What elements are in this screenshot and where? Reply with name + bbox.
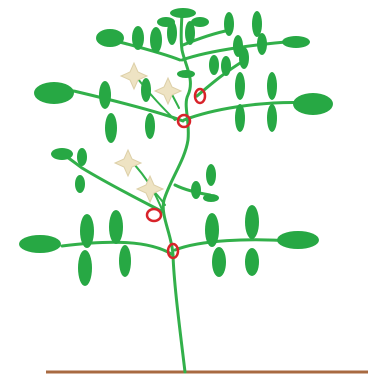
leaf bbox=[257, 33, 267, 55]
leaf bbox=[203, 194, 219, 202]
leaf bbox=[235, 104, 245, 132]
leaf bbox=[177, 70, 195, 78]
leaf bbox=[245, 205, 259, 239]
leaf bbox=[19, 235, 61, 253]
leaf bbox=[96, 29, 124, 47]
branch-mid-right bbox=[184, 102, 312, 120]
leaf bbox=[277, 231, 319, 249]
leaf bbox=[150, 27, 162, 53]
leaf bbox=[78, 250, 92, 286]
leaf bbox=[235, 72, 245, 100]
leaf bbox=[167, 21, 177, 45]
leaf bbox=[245, 248, 259, 276]
node-marker bbox=[147, 209, 161, 221]
leaf bbox=[239, 47, 249, 69]
leaf bbox=[105, 113, 117, 143]
leaf bbox=[191, 181, 201, 199]
leaf bbox=[267, 104, 277, 132]
leaf bbox=[185, 21, 195, 45]
leaf bbox=[80, 214, 94, 248]
leaf bbox=[51, 148, 73, 160]
leaf bbox=[267, 72, 277, 100]
leaf bbox=[221, 56, 231, 76]
leaf bbox=[282, 36, 310, 48]
leaf bbox=[206, 164, 216, 186]
leaf bbox=[99, 81, 111, 109]
leaf bbox=[252, 11, 262, 37]
leaf bbox=[34, 82, 74, 104]
leaf bbox=[212, 247, 226, 277]
leaf bbox=[145, 113, 155, 139]
leaf bbox=[109, 210, 123, 244]
branch-lower-left bbox=[62, 242, 173, 255]
leaf bbox=[75, 175, 85, 193]
leaf bbox=[77, 148, 87, 166]
flower bbox=[115, 150, 141, 176]
leaf bbox=[209, 55, 219, 75]
leaf bbox=[224, 12, 234, 36]
leaf bbox=[132, 26, 144, 50]
leaf bbox=[141, 78, 151, 102]
branches bbox=[56, 30, 312, 255]
leaf bbox=[205, 213, 219, 247]
leaf bbox=[119, 245, 131, 277]
flower bbox=[155, 78, 181, 104]
leaf bbox=[170, 8, 196, 18]
main-stem bbox=[163, 12, 190, 372]
branch-lower-right bbox=[175, 240, 292, 250]
leaf bbox=[293, 93, 333, 115]
